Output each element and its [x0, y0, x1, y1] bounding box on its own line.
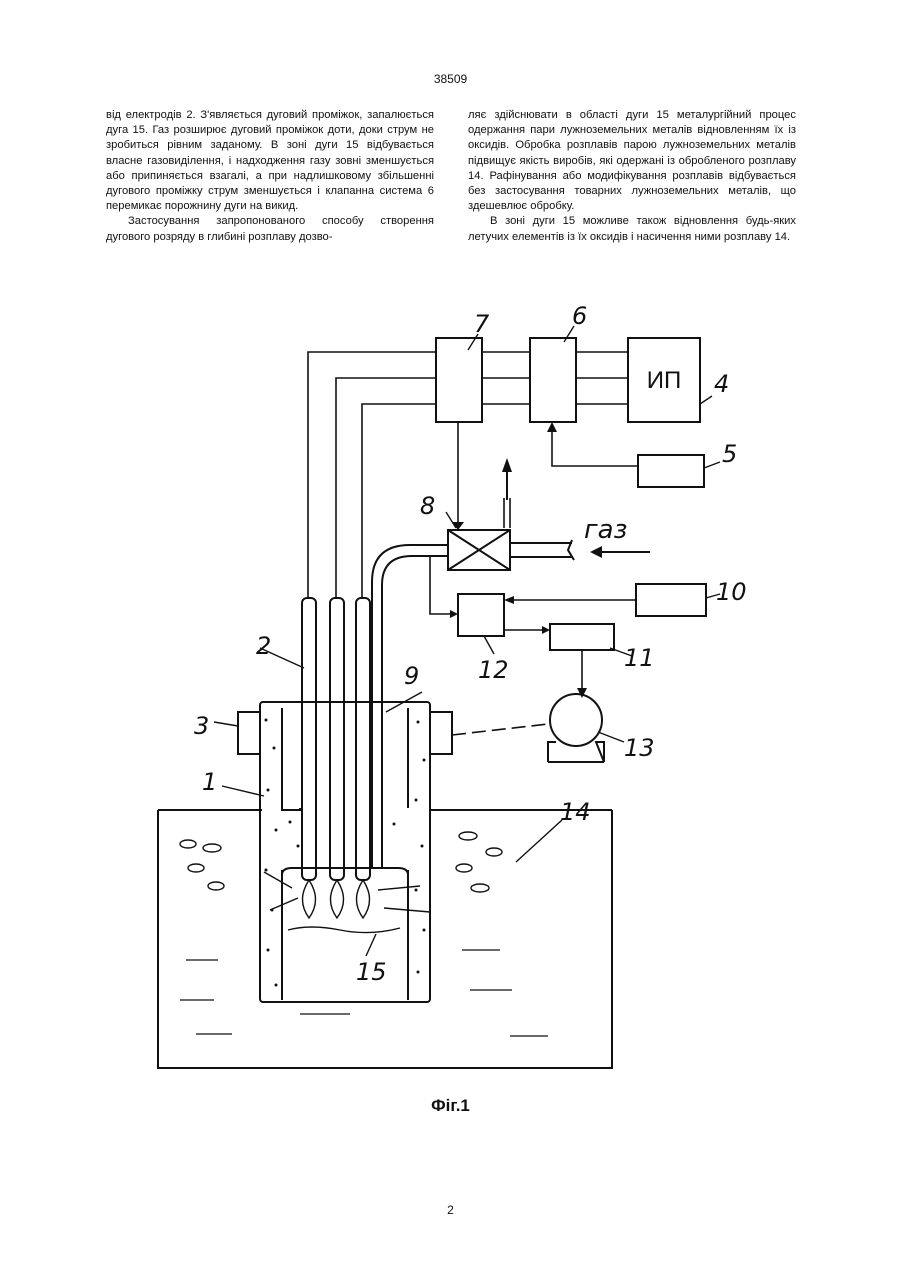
label-3: 3: [194, 712, 209, 740]
figure-1-diagram: 7 6 4 5 8 10 12 11 2 9 3 13 1 14 15 газ …: [130, 298, 770, 1083]
power-supply-label: ИП: [647, 367, 682, 394]
block-5: [638, 455, 704, 487]
wire: [308, 352, 436, 598]
label-13: 13: [624, 734, 655, 762]
melt-bath: [158, 810, 612, 1068]
block-11: [550, 624, 614, 650]
valve-block-6: [530, 338, 576, 422]
block-7: [436, 338, 482, 422]
label-1: 1: [202, 768, 217, 796]
label-9: 9: [404, 662, 419, 690]
inductor-left: [238, 712, 260, 754]
electrode: [356, 598, 370, 880]
electrode: [302, 598, 316, 880]
paragraph: В зоні дуги 15 можливе також відновлення…: [468, 214, 796, 244]
electrode: [330, 598, 344, 880]
paragraph: ляє здійснювати в області дуги 15 металу…: [468, 108, 796, 214]
label-6: 6: [572, 302, 587, 330]
label-14: 14: [560, 798, 591, 826]
label-4: 4: [714, 370, 729, 398]
text-column-left: від електродів 2. З'являється дуговий пр…: [106, 108, 434, 245]
label-8: 8: [420, 492, 435, 520]
label-12: 12: [478, 656, 509, 684]
label-5: 5: [722, 440, 737, 468]
paragraph: від електродів 2. З'являється дуговий пр…: [106, 108, 434, 214]
label-15: 15: [356, 958, 387, 986]
gas-inlet-pipe: [510, 543, 572, 557]
arc: [303, 880, 316, 918]
label-2: 2: [256, 632, 271, 660]
paragraph: Застосування запропонованого способу ств…: [106, 214, 434, 244]
label-gas: газ: [584, 515, 627, 545]
wire: [336, 378, 436, 598]
text-column-right: ляє здійснювати в області дуги 15 металу…: [468, 108, 796, 245]
page-number-top: 38509: [0, 72, 901, 86]
block-10: [636, 584, 706, 616]
motor-13: [550, 694, 602, 746]
motor-link: [452, 724, 548, 735]
page-number-bottom: 2: [0, 1203, 901, 1217]
figure-caption: Фіг.1: [0, 1096, 901, 1116]
block-12: [458, 594, 504, 636]
label-7: 7: [474, 310, 490, 338]
label-11: 11: [624, 644, 655, 672]
inductor-right: [430, 712, 452, 754]
gas-pipe: [372, 545, 448, 868]
label-10: 10: [716, 578, 747, 606]
